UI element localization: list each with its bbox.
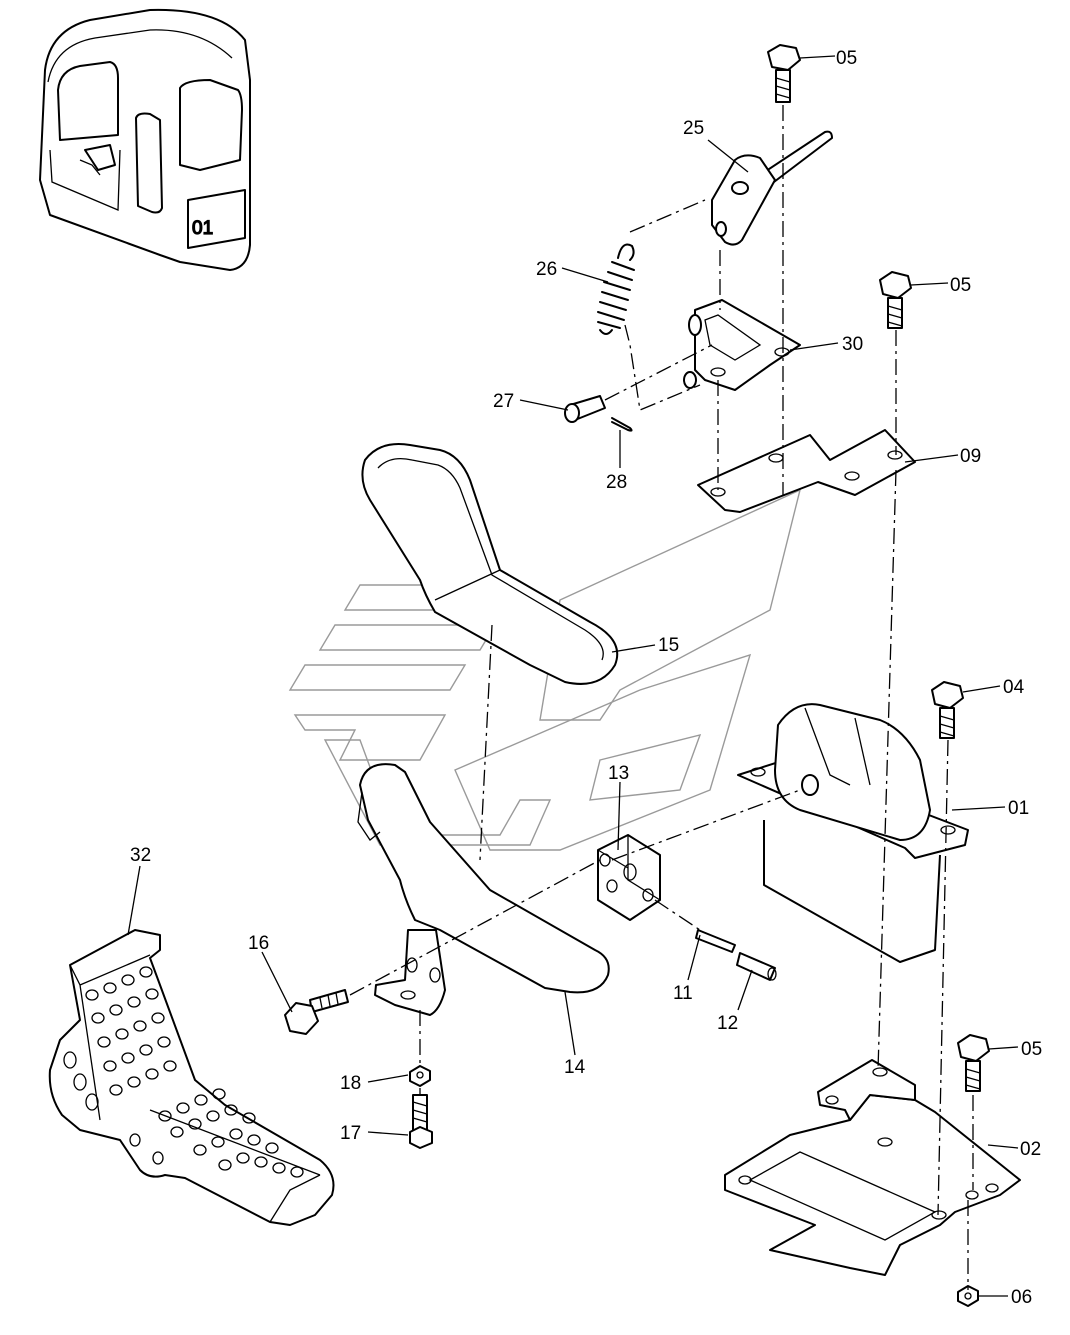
foot-rest-grip-holes bbox=[63, 966, 304, 1178]
callout-06: 06 bbox=[1011, 1287, 1032, 1308]
callout-11: 11 bbox=[673, 983, 693, 1004]
spring-26 bbox=[597, 243, 635, 335]
callout-09: 09 bbox=[960, 446, 981, 467]
callout-32: 32 bbox=[130, 845, 151, 866]
bolt-16 bbox=[284, 989, 349, 1035]
pedal-14 bbox=[357, 763, 610, 1016]
cab-pedal-highlight-icon bbox=[79, 144, 116, 176]
plate-09 bbox=[697, 429, 916, 513]
callout-labels: 05 25 26 05 30 27 28 09 15 04 13 01 32 1… bbox=[130, 48, 1042, 1308]
clip-28 bbox=[611, 417, 633, 432]
callout-30: 30 bbox=[842, 334, 863, 355]
callout-14: 14 bbox=[564, 1057, 586, 1078]
nut-06 bbox=[957, 1285, 979, 1307]
nut-18 bbox=[409, 1065, 431, 1087]
callout-05-third: 05 bbox=[1021, 1039, 1042, 1060]
callout-17: 17 bbox=[340, 1123, 361, 1144]
callout-25: 25 bbox=[683, 118, 704, 139]
callout-04: 04 bbox=[1003, 677, 1025, 698]
callout-16: 16 bbox=[248, 933, 269, 954]
bolt-17 bbox=[409, 1094, 433, 1149]
block-13 bbox=[597, 834, 661, 921]
bolt-05-second bbox=[879, 271, 912, 329]
cab-marker: 01 bbox=[192, 218, 213, 239]
switch-box-01 bbox=[737, 703, 969, 963]
callout-15: 15 bbox=[658, 635, 679, 656]
base-plate-02 bbox=[724, 1059, 1021, 1276]
callout-13: 13 bbox=[608, 763, 629, 784]
callout-05-top: 05 bbox=[836, 48, 857, 69]
bolt-05-top bbox=[767, 44, 801, 103]
cab-illustration: 01 bbox=[39, 8, 251, 271]
foot-rest-32 bbox=[48, 929, 335, 1226]
pin-12 bbox=[736, 952, 777, 981]
bolt-04 bbox=[931, 681, 964, 739]
pin-11 bbox=[695, 929, 736, 953]
callout-01: 01 bbox=[1008, 798, 1029, 819]
bolt-05-third bbox=[957, 1034, 990, 1092]
bracket-30 bbox=[683, 299, 801, 391]
callout-12: 12 bbox=[717, 1013, 738, 1034]
leader-lines bbox=[127, 55, 1019, 1297]
callout-18: 18 bbox=[340, 1073, 361, 1094]
callout-05-second: 05 bbox=[950, 275, 971, 296]
pin-27 bbox=[564, 395, 606, 423]
callout-02: 02 bbox=[1020, 1139, 1041, 1160]
lever-25 bbox=[711, 130, 833, 246]
pedal-cover-15 bbox=[361, 443, 619, 685]
assembly-center-lines bbox=[349, 105, 974, 1290]
callout-26: 26 bbox=[536, 259, 557, 280]
callout-28: 28 bbox=[606, 472, 627, 493]
callout-27: 27 bbox=[493, 391, 514, 412]
